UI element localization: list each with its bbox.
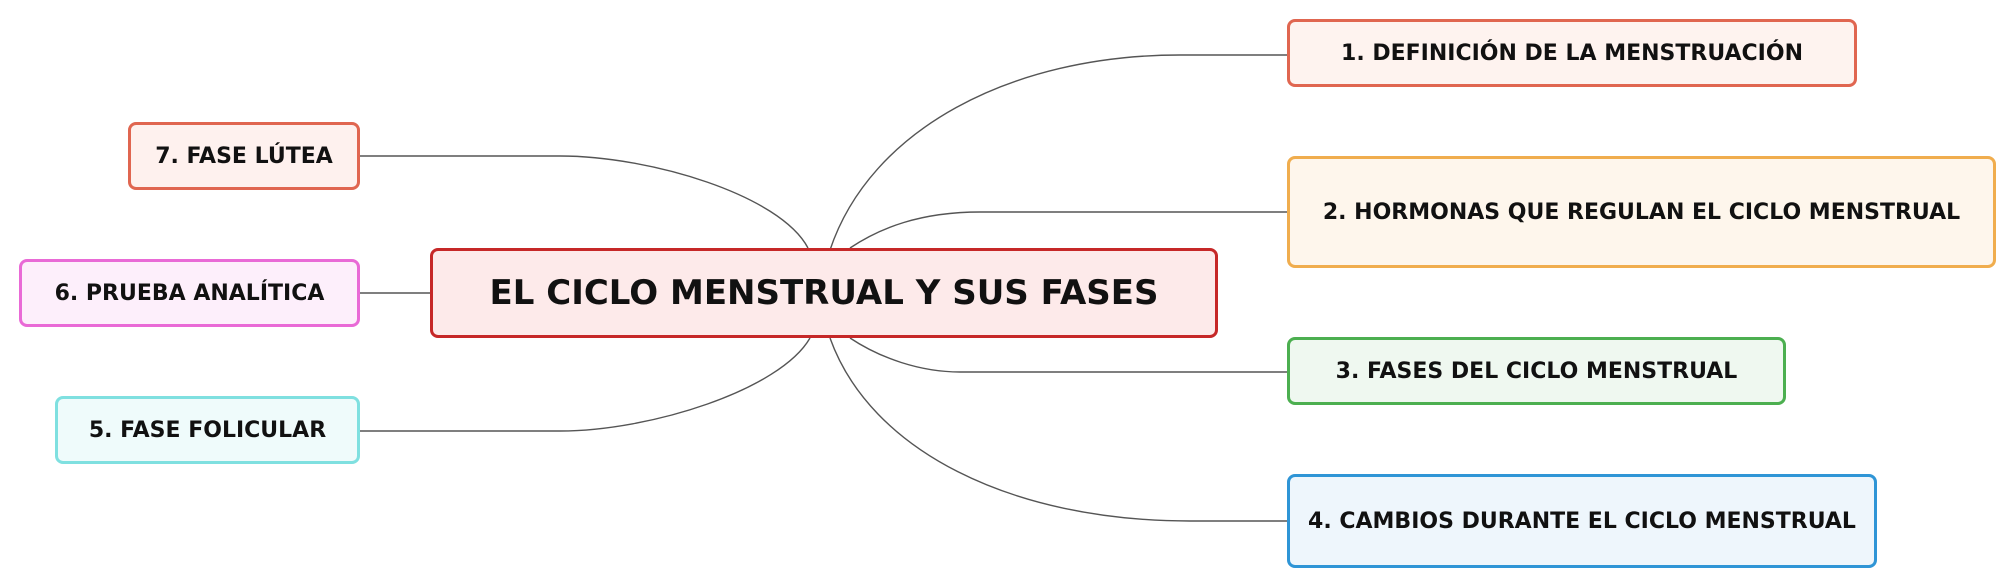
topic-fase-lutea[interactable]: 7. FASE LÚTEA: [128, 122, 360, 190]
topic-label: 4. CAMBIOS DURANTE EL CICLO MENSTRUAL: [1308, 508, 1856, 534]
central-topic[interactable]: EL CICLO MENSTRUAL Y SUS FASES: [430, 248, 1218, 338]
topic-definicion-menstruacion[interactable]: 1. DEFINICIÓN DE LA MENSTRUACIÓN: [1287, 19, 1857, 87]
topic-prueba-analitica[interactable]: 6. PRUEBA ANALÍTICA: [19, 259, 360, 327]
topic-cambios[interactable]: 4. CAMBIOS DURANTE EL CICLO MENSTRUAL: [1287, 474, 1877, 568]
connector-topic-2: [849, 211, 1287, 249]
topic-fases-ciclo[interactable]: 3. FASES DEL CICLO MENSTRUAL: [1287, 337, 1786, 405]
connector-topic-4: [829, 337, 1287, 522]
topic-label: 2. HORMONAS QUE REGULAN EL CICLO MENSTRU…: [1322, 199, 1961, 225]
connector-topic-7: [360, 155, 809, 249]
topic-fase-folicular[interactable]: 5. FASE FOLICULAR: [55, 396, 360, 464]
connector-topic-3: [849, 337, 1287, 373]
topic-label: 3. FASES DEL CICLO MENSTRUAL: [1335, 358, 1738, 384]
topic-label: 1. DEFINICIÓN DE LA MENSTRUACIÓN: [1341, 40, 1803, 66]
connector-topic-5: [360, 337, 811, 432]
topic-label: 7. FASE LÚTEA: [155, 143, 333, 169]
central-topic-label: EL CICLO MENSTRUAL Y SUS FASES: [489, 273, 1159, 313]
topic-label: 6. PRUEBA ANALÍTICA: [54, 280, 325, 306]
topic-hormonas[interactable]: 2. HORMONAS QUE REGULAN EL CICLO MENSTRU…: [1287, 156, 1996, 268]
topic-label: 5. FASE FOLICULAR: [88, 417, 327, 443]
connector-topic-1: [829, 54, 1287, 251]
